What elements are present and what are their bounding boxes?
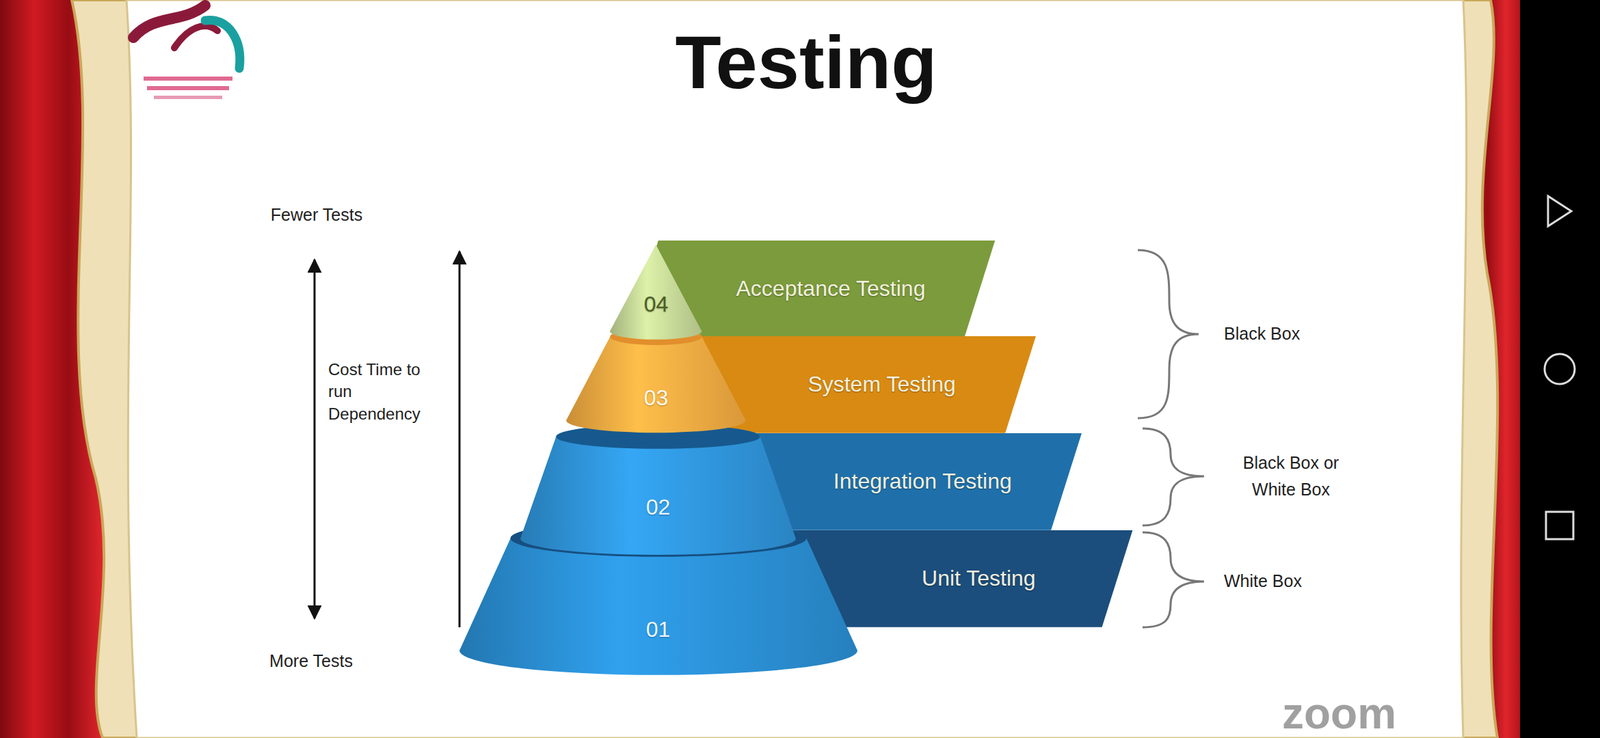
band-fill — [694, 336, 1036, 434]
up-arrow — [458, 251, 461, 628]
recent-icon — [1545, 512, 1574, 540]
level-name: System Testing — [765, 336, 999, 434]
cone-shape — [520, 424, 796, 556]
home-icon — [1544, 354, 1575, 385]
label-anchor: zoom — [1282, 689, 1397, 738]
cone-rim — [609, 328, 702, 346]
logo-swoosh — [133, 5, 206, 38]
level-name: Integration Testing — [800, 433, 1045, 531]
axis-note: Cost Time to run Dependency — [328, 358, 448, 426]
brace-label: Black Box — [1223, 324, 1300, 344]
band-fill — [785, 530, 1133, 628]
pyramid-layer: 03 — [566, 328, 746, 433]
label-anchor: Black Box or White Box — [1225, 449, 1356, 504]
label-anchor: White Box — [1223, 571, 1302, 592]
level-name: Unit Testing — [862, 530, 1096, 628]
slide-sheet — [126, 0, 1467, 738]
brace-label: Black Box or White Box — [1225, 449, 1356, 504]
band-fill — [627, 240, 995, 338]
logo-line — [147, 86, 230, 91]
layer-number: 01 — [459, 618, 858, 641]
label-anchor: Black Box — [1223, 324, 1300, 344]
logo-line — [143, 76, 233, 81]
curly-brace — [1137, 250, 1199, 419]
cone-shape — [566, 328, 746, 433]
axis-label: More Tests — [269, 651, 353, 672]
double-arrow — [313, 259, 316, 619]
cone-body — [520, 424, 796, 556]
logo-swoosh — [174, 25, 218, 48]
brace-label: White Box — [1223, 571, 1302, 592]
band-fill — [739, 433, 1082, 531]
logo-arc — [205, 20, 240, 69]
level-band: Integration Testing — [739, 433, 1082, 531]
cone-rim — [510, 520, 807, 558]
title-anchor: Testing — [675, 20, 938, 104]
layer-number: 04 — [609, 293, 702, 316]
pyramid-layer: 04 — [609, 244, 702, 340]
logo-line — [153, 95, 223, 100]
slide-title: Testing — [675, 20, 938, 104]
cone-body — [459, 520, 858, 676]
label-anchor: Fewer Tests — [270, 205, 363, 225]
label-anchor: Cost Time to run Dependency — [328, 358, 448, 426]
watermark: zoom — [1282, 689, 1397, 738]
slide-frame — [71, 0, 1498, 738]
axis-label: Fewer Tests — [270, 205, 363, 225]
cone-rim — [555, 424, 760, 450]
curly-brace — [1142, 428, 1205, 526]
cone-shape — [609, 244, 702, 340]
nav-bar — [1520, 0, 1600, 738]
logo — [133, 5, 240, 100]
label-anchor: More Tests — [269, 651, 353, 672]
layer-number: 02 — [520, 496, 796, 519]
layer-number: 03 — [566, 387, 746, 409]
level-name: Acceptance Testing — [704, 240, 958, 338]
back-icon — [1548, 196, 1572, 227]
pyramid-layer: 02 — [520, 424, 796, 556]
curly-brace — [1142, 532, 1205, 628]
